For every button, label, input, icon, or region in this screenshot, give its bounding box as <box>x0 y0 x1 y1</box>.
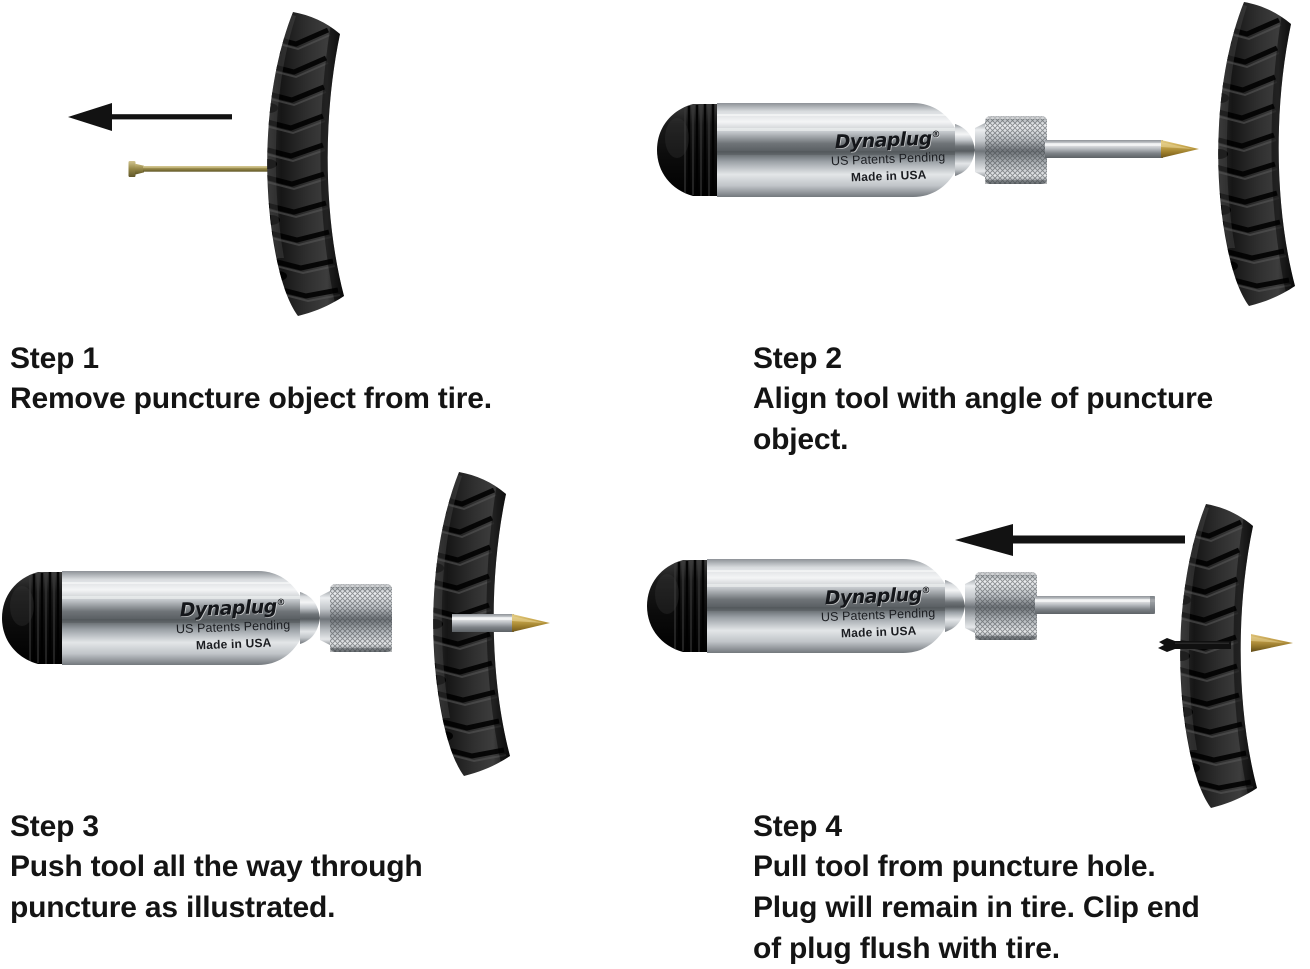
caption-step-3: Step 3 Push tool all the way through pun… <box>10 808 630 928</box>
panel-step-3: Dynaplug® US Patents Pending Made in USA <box>0 472 655 957</box>
tool-tip-through-tire <box>452 608 572 638</box>
panel-step-2: Dynaplug® US Patents Pending Made in USA… <box>655 0 1310 478</box>
tire-cross-section <box>232 8 382 320</box>
dynaplug-tool: Dynaplug® US Patents Pending Made in USA <box>655 98 1225 202</box>
dynaplug-tool: Dynaplug® US Patents Pending Made in USA <box>0 566 570 670</box>
step-body: Push tool all the way through puncture a… <box>10 850 423 924</box>
tire-cross-section <box>1145 500 1295 812</box>
step-body: Align tool with angle of puncture object… <box>753 382 1214 456</box>
caption-step-4: Step 4 Pull tool from puncture hole. Plu… <box>753 808 1310 969</box>
step-body: Remove puncture object from tire. <box>10 382 492 415</box>
direction-arrow-icon <box>955 522 1185 558</box>
plug-tip-in-tire <box>1251 628 1310 658</box>
panel-step-1: Step 1 Remove puncture object from tire. <box>0 0 655 478</box>
panel-step-4: Dynaplug® US Patents Pending Made in USA… <box>647 478 1310 965</box>
step-body: Pull tool from puncture hole. Plug will … <box>753 850 1200 965</box>
caption-step-2: Step 2 Align tool with angle of puncture… <box>753 340 1310 460</box>
step-title: Step 3 <box>10 810 99 843</box>
step-4-illustration: Dynaplug® US Patents Pending Made in USA <box>647 478 1310 957</box>
tire-cross-section <box>1183 0 1310 310</box>
step-title: Step 2 <box>753 342 842 375</box>
caption-step-1: Step 1 Remove puncture object from tire. <box>10 340 650 419</box>
step-1-illustration <box>0 0 655 478</box>
dynaplug-tool: Dynaplug® US Patents Pending Made in USA <box>645 554 1215 658</box>
tire-plug <box>1155 636 1231 654</box>
step-2-illustration: Dynaplug® US Patents Pending Made in USA <box>655 0 1310 478</box>
step-3-illustration: Dynaplug® US Patents Pending Made in USA <box>0 472 655 957</box>
direction-arrow-icon <box>68 100 233 134</box>
puncture-nail-icon <box>128 150 268 188</box>
step-title: Step 4 <box>753 810 842 843</box>
step-title: Step 1 <box>10 342 99 375</box>
